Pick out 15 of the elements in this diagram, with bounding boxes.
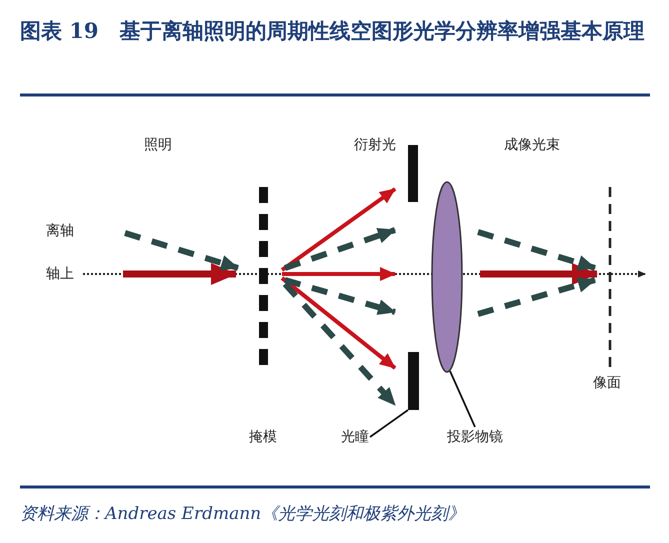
- part-label: 像面: [593, 374, 621, 392]
- pupil-bar: [408, 352, 419, 410]
- part-label: 成像光束: [504, 136, 560, 154]
- leader-line: [369, 409, 409, 438]
- lens-ellipse: [431, 181, 463, 373]
- caption: 资料来源：Andreas Erdmann《光学光刻和极紫外光刻》: [20, 503, 466, 525]
- part-label: 照明: [144, 136, 172, 154]
- part-label: 掩模: [249, 428, 277, 446]
- part-label: 轴上: [46, 265, 74, 283]
- part-label: 光瞳: [341, 428, 369, 446]
- title: 图表 19 基于离轴照明的周期性线空图形光学分辨率增强基本原理: [20, 17, 646, 45]
- part-label: 离轴: [46, 222, 74, 240]
- leader-line: [449, 370, 476, 428]
- part-label: 衍射光: [354, 136, 396, 154]
- part-label: 投影物镜: [447, 428, 503, 446]
